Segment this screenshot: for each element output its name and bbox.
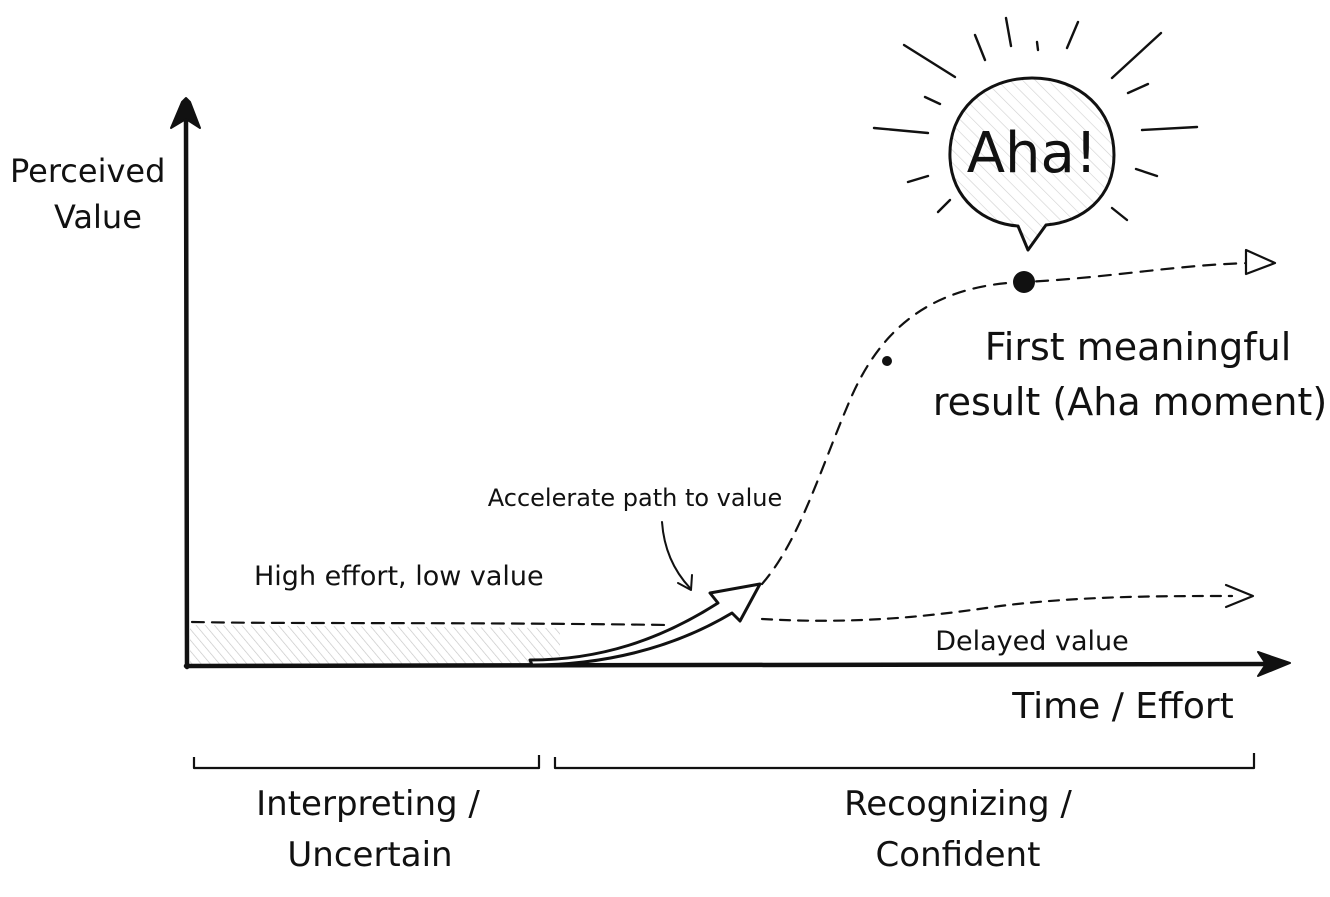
phase-label-interpreting-line2: Uncertain <box>287 835 452 875</box>
acceleration-arrow <box>528 582 762 667</box>
midway-point-marker <box>882 356 892 366</box>
phase-bracket-interpreting <box>192 755 541 770</box>
aha-burst-rays <box>872 16 1199 222</box>
high-effort-dashed-line <box>190 620 670 627</box>
delayed-value-arrowhead <box>1224 583 1255 609</box>
y-axis-label-line2: Value <box>54 198 142 236</box>
x-axis <box>183 651 1291 677</box>
accelerated-value-dashed-curve <box>760 261 1257 586</box>
phase-label-interpreting-line1: Interpreting / <box>256 784 480 824</box>
x-axis-label: Time / Effort <box>1011 686 1234 727</box>
aha-bubble-text: Aha! <box>967 121 1098 186</box>
x-axis-arrowhead <box>1257 651 1291 677</box>
aha-caption-line1: First meaningful <box>985 325 1292 369</box>
delayed-value-label: Delayed value <box>935 626 1129 657</box>
accelerate-pointer-arrowhead <box>677 574 693 591</box>
accelerated-value-arrowhead <box>1244 248 1277 276</box>
y-axis-label-line1: Perceived <box>10 152 165 190</box>
accelerate-label: Accelerate path to value <box>488 484 782 512</box>
y-axis-arrowhead <box>170 97 201 129</box>
y-axis <box>170 97 201 670</box>
aha-caption-line2: result (Aha moment) <box>933 380 1327 424</box>
accelerate-pointer-line <box>661 521 691 589</box>
low-value-hatched-area <box>190 625 560 665</box>
phase-label-recognizing-line1: Recognizing / <box>844 784 1072 824</box>
delayed-value-dashed-line <box>760 594 1234 622</box>
aha-speech-bubble <box>948 76 1116 252</box>
aha-point-marker <box>1013 271 1035 293</box>
phase-label-recognizing-line2: Confident <box>876 835 1041 875</box>
high-effort-label: High effort, low value <box>254 561 544 592</box>
phase-bracket-recognizing <box>553 753 1256 770</box>
